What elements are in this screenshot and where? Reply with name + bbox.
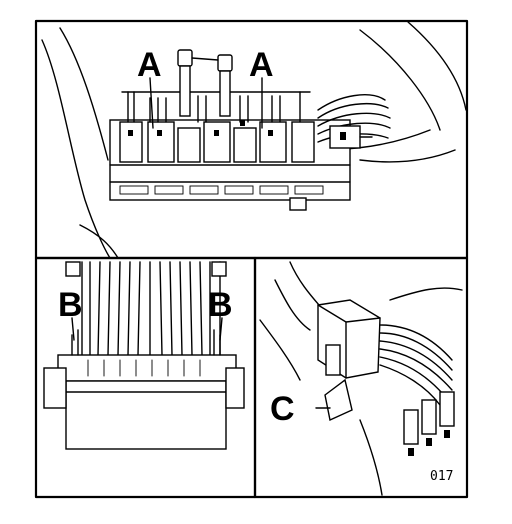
callout-a-right: A: [249, 46, 274, 84]
panel-frames: [34, 19, 469, 499]
callout-a-left: A: [137, 46, 162, 84]
callout-b-left: B: [58, 286, 83, 324]
bottom-right-connector: [259, 261, 463, 496]
callout-b-right: B: [208, 286, 233, 324]
callout-c: C: [270, 390, 295, 428]
top-panel-connector-block: [41, 21, 467, 259]
bottom-left-connector: [43, 261, 245, 450]
figure-number: 017: [430, 469, 453, 484]
